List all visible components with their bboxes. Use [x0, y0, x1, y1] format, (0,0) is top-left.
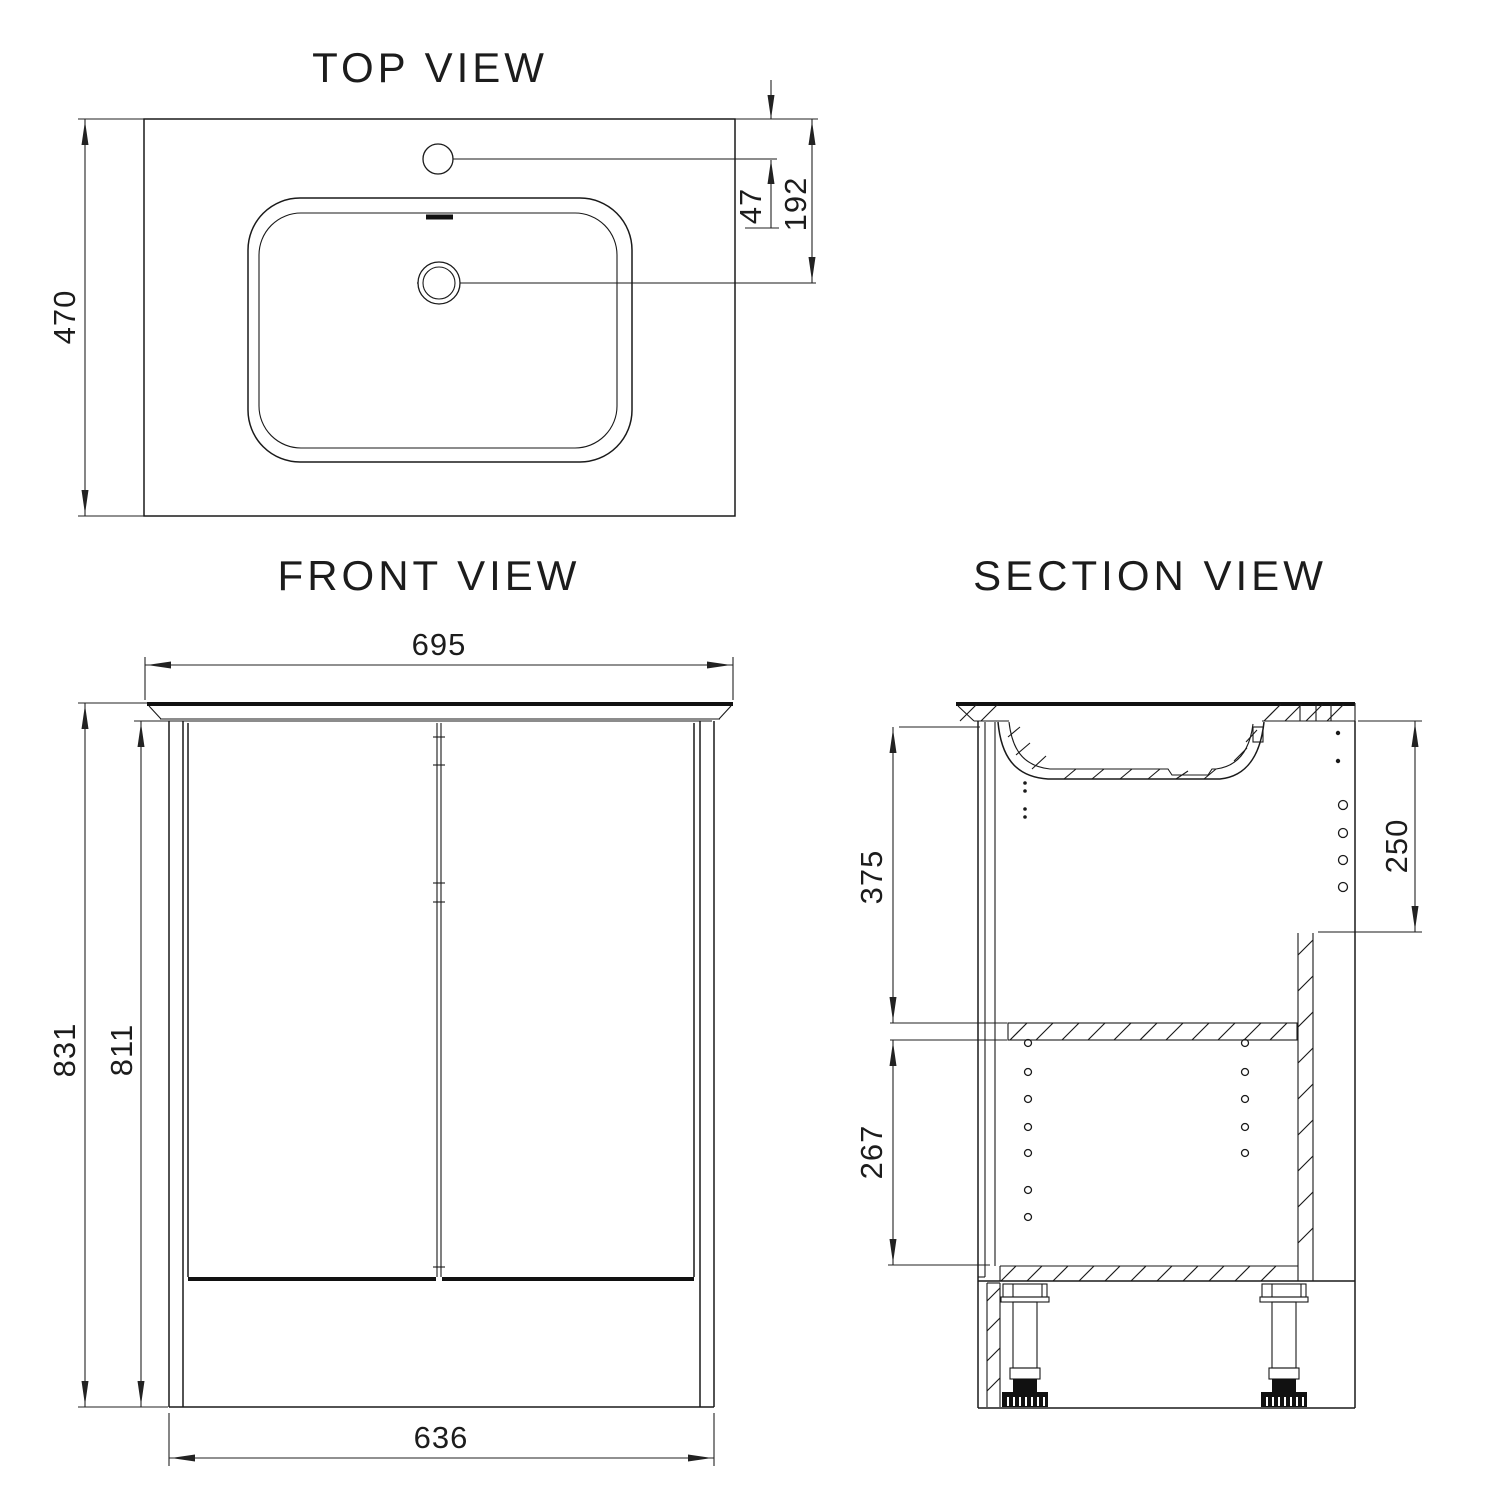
section-countertop — [956, 702, 1356, 722]
dim-base-width: 636 — [168, 1413, 715, 1466]
front-countertop — [147, 702, 733, 720]
basin-inner-rim — [258, 212, 618, 449]
section-bottom-panel — [978, 1265, 1355, 1409]
dim-upper-compartment-label: 375 — [854, 850, 889, 905]
countertop-hatch-left — [959, 703, 999, 722]
dim-drain-offset: 192 — [778, 119, 816, 283]
drain-hole-outer — [417, 261, 461, 305]
front-doors — [187, 723, 695, 1281]
front-view: FRONT VIEW 695 — [47, 552, 734, 1466]
dim-lower-compartment: 267 — [854, 1040, 990, 1266]
section-view-title: SECTION VIEW — [973, 552, 1327, 599]
basin-rim-clip — [1252, 726, 1264, 743]
dim-upper-compartment: 375 — [854, 726, 980, 1023]
dim-base-width-label: 636 — [414, 1420, 469, 1455]
plinth-strip-hatch — [986, 1287, 1001, 1392]
back-bar-hatch — [1297, 939, 1314, 1244]
countertop-hatch-right — [1263, 703, 1345, 722]
dim-counter-width-label: 695 — [412, 627, 467, 662]
dim-counter-depth-label: 470 — [47, 290, 82, 345]
shelf-hatch — [1009, 1022, 1288, 1041]
dim-lower-compartment-label: 267 — [854, 1125, 889, 1180]
dim-drain-offset-label: 192 — [778, 177, 813, 232]
section-basin-bowl — [997, 721, 1265, 780]
section-front-panel — [977, 721, 996, 1408]
bottom-panel-hatch — [1000, 1265, 1277, 1282]
faucet-hole — [422, 143, 454, 175]
front-view-title: FRONT VIEW — [278, 552, 581, 599]
dim-faucet-offset-label: 47 — [733, 188, 768, 224]
dim-back-panel-label: 250 — [1379, 819, 1414, 874]
door-bottom-edge-right — [442, 1277, 694, 1281]
basin-outer-rim — [247, 197, 633, 463]
dim-back-panel: 250 — [1358, 720, 1422, 932]
dim-cabinet-height: 811 — [104, 720, 169, 1407]
countertop-outline — [143, 118, 736, 517]
door-bottom-edge-left — [188, 1277, 436, 1281]
section-holes — [1023, 730, 1349, 1222]
adjustable-foot-front — [1000, 1283, 1050, 1407]
dim-counter-depth: 470 — [47, 118, 144, 517]
dim-faucet-offset: 47 — [733, 80, 818, 229]
drain-hole-inner — [422, 266, 456, 300]
dim-total-height: 831 — [47, 702, 168, 1408]
top-view: TOP VIEW 470 — [47, 44, 818, 517]
dim-cabinet-height-label: 811 — [104, 1024, 139, 1076]
dim-total-height-label: 831 — [47, 1023, 82, 1078]
dim-counter-width: 695 — [144, 627, 734, 700]
section-view: SECTION VIEW — [854, 552, 1422, 1409]
adjustable-foot-back — [1259, 1283, 1309, 1407]
top-view-title: TOP VIEW — [312, 44, 548, 91]
front-carcass — [168, 720, 715, 1408]
section-shelf — [890, 1022, 1298, 1041]
section-back-panel — [1297, 721, 1422, 1408]
